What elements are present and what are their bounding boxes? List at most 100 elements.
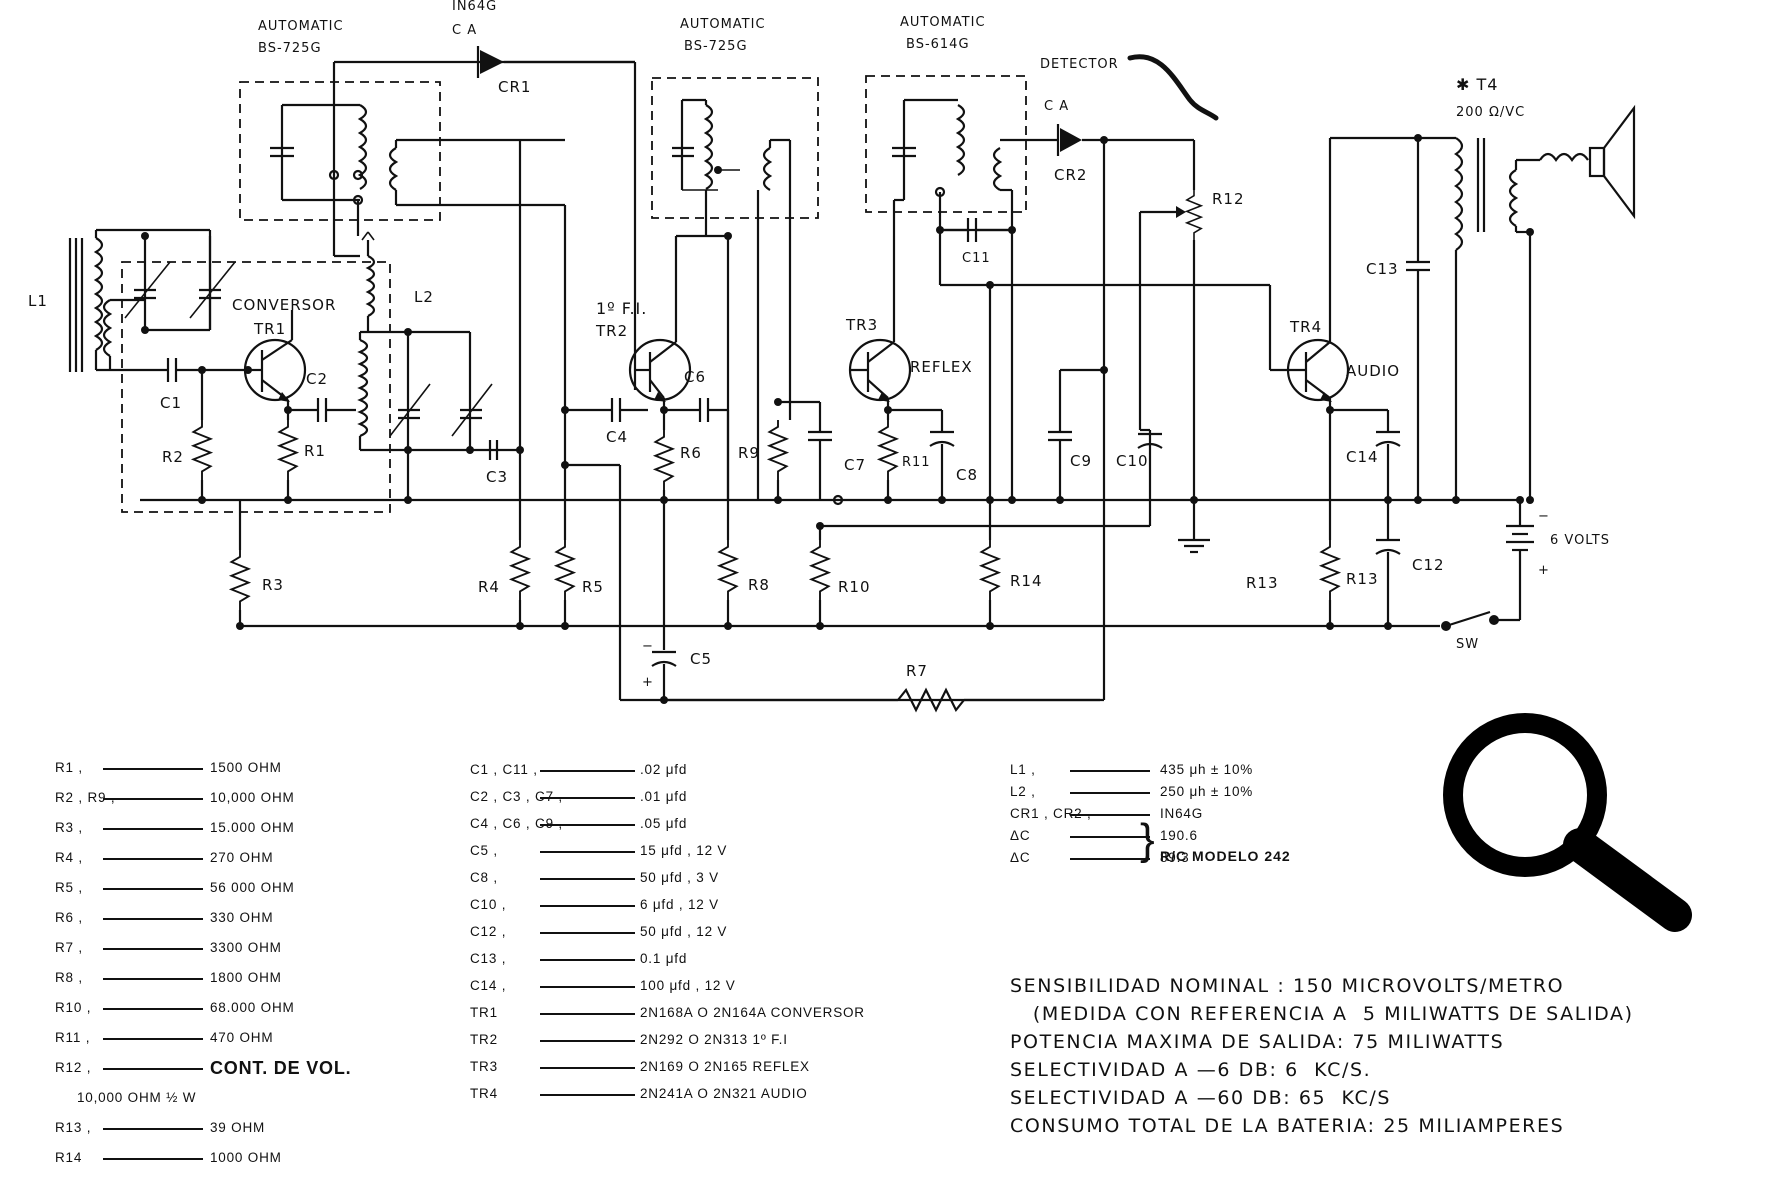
- resistor-row-key: R12 ,: [55, 1060, 92, 1075]
- l1-label: L1: [28, 292, 48, 310]
- resistor-row: R8 ,1800 OHM: [55, 968, 385, 988]
- spec-line: SELECTIVIDAD A —60 DB: 65 KC/S: [1010, 1087, 1392, 1109]
- tr4-label: TR4: [1289, 318, 1322, 336]
- c2-capacitor: [288, 398, 356, 422]
- leader-line: [540, 1040, 635, 1042]
- resistor-row-key: R14: [55, 1150, 83, 1165]
- r12-label: R12: [1212, 190, 1245, 208]
- capacitor-row-key: TR4: [470, 1086, 498, 1101]
- r5-resistor: [555, 205, 622, 700]
- r11-label: R11: [902, 455, 931, 470]
- resistor-row: R10 ,68.000 OHM: [55, 998, 385, 1018]
- capacitor-row: C10 ,6 μfd , 12 V: [470, 895, 970, 915]
- spec-line: SELECTIVIDAD A —6 DB: 6 KC/S.: [1010, 1059, 1372, 1081]
- capacitor-row: C4 , C6 , C9 ,.05 μfd: [470, 814, 970, 834]
- tuning-capacitors-1: [124, 232, 236, 334]
- r2-label: R2: [162, 448, 184, 466]
- c8-label: C8: [956, 466, 978, 484]
- detector-label: DETECTOR: [1040, 57, 1119, 72]
- t1-model: BS-725G: [258, 41, 322, 56]
- resistor-row-key: R7 ,: [55, 940, 83, 955]
- cr1-label: CR1: [498, 78, 531, 96]
- capacitor-row-value: .05 μfd: [640, 816, 688, 831]
- inductor-row: L1 ,435 μh ± 10%: [1010, 760, 1340, 780]
- c8-capacitor: [888, 408, 955, 504]
- c12-label: C12: [1412, 556, 1445, 574]
- resistor-row-value: 10,000 OHM ½ W: [77, 1090, 197, 1105]
- c7-capacitor: [778, 400, 844, 506]
- leader-line: [103, 798, 203, 800]
- c13-label: C13: [1366, 260, 1399, 278]
- leader-line: [540, 824, 635, 826]
- capacitor-row-key: C8 ,: [470, 870, 498, 885]
- t2-can: [651, 77, 819, 219]
- c10-label: C10: [1116, 452, 1149, 470]
- inductor-row-key: ΔC: [1010, 828, 1031, 843]
- r7-resistor: [664, 687, 1104, 713]
- capacitor-row: C2 , C3 , C7 ,.01 μfd: [470, 787, 970, 807]
- inductor-row: CR1 , CR2 ,IN64G: [1010, 804, 1340, 824]
- r6-resistor: [654, 410, 674, 504]
- capacitor-row-key: C1 , C11 ,: [470, 762, 538, 777]
- switch-label: SW: [1456, 637, 1479, 652]
- speaker-icon: [1539, 104, 1636, 220]
- resistor-row: R3 ,15.000 OHM: [55, 818, 385, 838]
- spec-line: SENSIBILIDAD NOMINAL : 150 MICROVOLTS/ME…: [1010, 975, 1565, 997]
- resistor-row-key: R5 ,: [55, 880, 83, 895]
- leader-line: [103, 1128, 203, 1130]
- leader-line: [103, 918, 203, 920]
- capacitor-row-value: 6 μfd , 12 V: [640, 897, 719, 912]
- c3-capacitor: [488, 440, 524, 460]
- capacitor-row-key: C12 ,: [470, 924, 507, 939]
- inductor-row: L2 ,250 μh ± 10%: [1010, 782, 1340, 802]
- power-switch: [1441, 610, 1520, 631]
- c11-label: C11: [962, 251, 991, 266]
- r6-label: R6: [680, 444, 702, 462]
- resistor-row-value: 56 000 OHM: [210, 880, 295, 895]
- inductor-row-key: ΔC: [1010, 850, 1031, 865]
- magnifier-icon: [1443, 713, 1692, 932]
- c1-label: C1: [160, 394, 182, 412]
- inductor-row-key: L1 ,: [1010, 762, 1036, 777]
- cr1-part: IN64G: [452, 0, 497, 14]
- rc-model: R/C MODELO 242: [1160, 848, 1291, 864]
- resistor-row-key: R10 ,: [55, 1000, 92, 1015]
- resistor-row-value: 10,000 OHM: [210, 790, 295, 805]
- capacitor-row-value: 0.1 μfd: [640, 951, 688, 966]
- inductor-row-value: 89.3: [1160, 850, 1190, 865]
- leader-line: [1070, 814, 1150, 816]
- capacitor-row-key: C14 ,: [470, 978, 507, 993]
- r11-resistor: [878, 410, 898, 504]
- detector-probe-lead: [1127, 54, 1219, 121]
- resistor-row: R1 ,1500 OHM: [55, 758, 385, 778]
- r14-resistor: [980, 230, 1016, 630]
- leader-line: [103, 888, 203, 890]
- cr1-diode: [476, 46, 637, 390]
- c5-plus: +: [642, 675, 654, 690]
- c5-capacitor: [651, 500, 677, 704]
- capacitor-row-value: 100 μfd , 12 V: [640, 978, 736, 993]
- leader-line: [1070, 858, 1150, 860]
- r13-label-b: R13: [1346, 570, 1379, 588]
- resistor-row-value: 3300 OHM: [210, 940, 282, 955]
- resistor-row-value: CONT. DE VOL.: [210, 1058, 352, 1078]
- inductor-row-value: IN64G: [1160, 806, 1204, 821]
- r4-label: R4: [478, 578, 500, 596]
- c14-label: C14: [1346, 448, 1379, 466]
- leader-line: [1070, 836, 1150, 838]
- resistor-row-value: 15.000 OHM: [210, 820, 295, 835]
- c12-capacitor: [1375, 500, 1401, 630]
- leader-line: [103, 858, 203, 860]
- resistor-row: R13 ,39 OHM: [55, 1118, 385, 1138]
- resistor-row-value: 1000 OHM: [210, 1150, 282, 1165]
- capacitor-row-key: C2 , C3 , C7 ,: [470, 789, 563, 804]
- c7-label: C7: [844, 456, 866, 474]
- inductor-list: L1 ,435 μh ± 10%L2 ,250 μh ± 10%CR1 , CR…: [1010, 760, 1340, 890]
- c4-label: C4: [606, 428, 628, 446]
- ground-symbol: [1178, 500, 1210, 554]
